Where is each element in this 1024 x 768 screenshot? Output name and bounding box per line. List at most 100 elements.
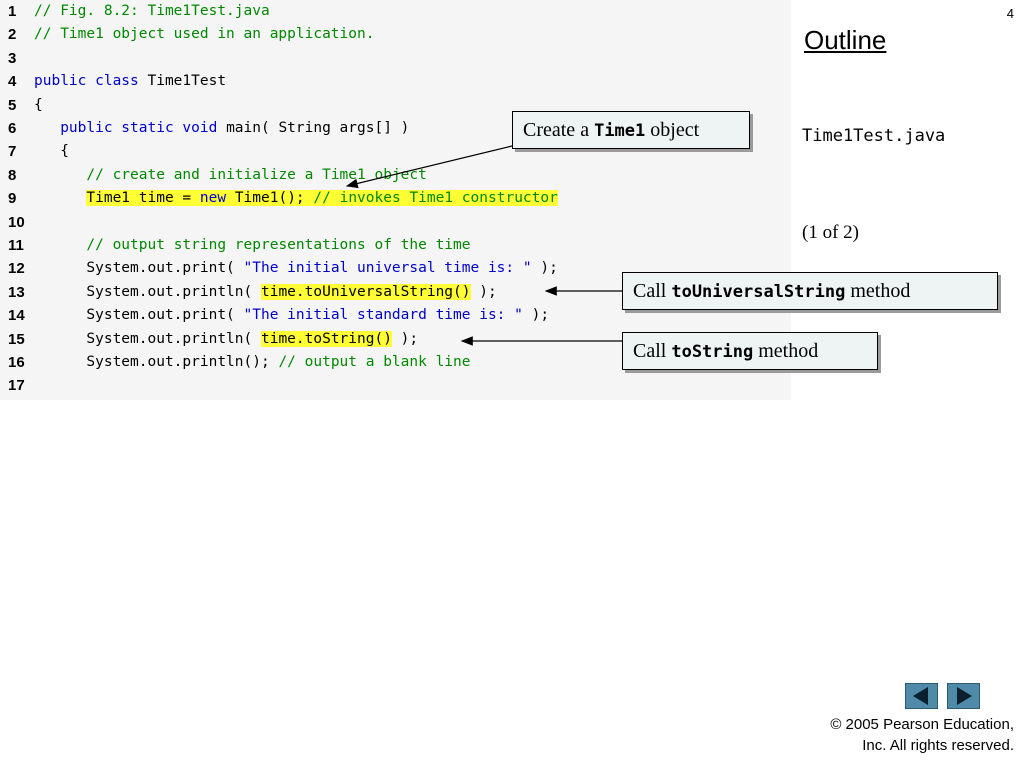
line-number: 9 [8, 190, 17, 208]
code-token: // create and initialize a Time1 object [86, 166, 427, 183]
callout-text: Call [633, 280, 672, 302]
code-token: System.out.print( [34, 307, 244, 324]
code-token: ); [522, 307, 550, 324]
callout-text: Call [633, 340, 672, 362]
outline-title[interactable]: Outline [804, 25, 887, 55]
line-number: 2 [8, 26, 17, 44]
code-token: main( String args[] ) [217, 120, 410, 136]
code-line: 10 [0, 211, 791, 234]
line-number: 8 [8, 166, 17, 184]
callout-text: method [753, 340, 819, 362]
code-token: { [34, 96, 43, 113]
code-token: "The initial standard time is: " [243, 307, 523, 324]
code-line: 6 public static void main( String args[]… [0, 117, 791, 140]
code-line: 11 // output string representations of t… [0, 234, 791, 257]
code-text: // create and initialize a Time1 object [34, 164, 427, 187]
code-listing: 1 // Fig. 8.2: Time1Test.java 2 // Time1 ob… [0, 0, 791, 400]
file-name: Time1Test.java [802, 126, 946, 146]
copyright-notice: © 2005 Pearson Education, Inc. All right… [830, 714, 1014, 756]
code-line: 7 { [0, 140, 791, 163]
code-line: 9 Time1 time = new Time1(); // invokes T… [0, 187, 791, 210]
code-token: Time1(); [226, 190, 314, 207]
code-text: { [34, 94, 43, 117]
line-number: 4 [8, 73, 17, 91]
callout-code: toString [671, 342, 754, 362]
line-number: 1 [8, 3, 17, 20]
code-text: System.out.print( "The initial universal… [34, 257, 558, 280]
line-number: 16 [8, 354, 25, 371]
code-line: 16 System.out.println(); // output a bla… [0, 351, 791, 374]
code-line: 17 [0, 374, 791, 397]
line-number: 6 [8, 120, 17, 137]
code-text: // Fig. 8.2: Time1Test.java [34, 0, 270, 23]
code-token: System.out.println( [34, 330, 261, 347]
code-line: 15 System.out.println( time.toString() )… [0, 328, 791, 351]
code-token: new [199, 190, 227, 207]
code-token [34, 190, 86, 206]
code-token: Time1 time = [86, 190, 200, 207]
callout-code: toUniversalString [671, 282, 846, 302]
next-slide-button[interactable] [947, 683, 980, 709]
code-token [34, 167, 86, 183]
code-token: ); [391, 330, 419, 347]
line-number: 10 [8, 213, 25, 231]
code-token: public class [34, 73, 139, 90]
code-token: time.toString() [260, 330, 392, 347]
triangle-left-icon [913, 687, 928, 705]
callout-text: method [845, 280, 911, 302]
code-line: 3 [0, 47, 791, 70]
code-line: 14 System.out.print( "The initial standa… [0, 304, 791, 327]
code-token: System.out.println(); [34, 354, 279, 370]
code-token: "The initial universal time is: " [243, 260, 532, 277]
callout-to-universal-string: Call toUniversalString method [622, 272, 998, 310]
code-token: ); [470, 283, 497, 300]
code-token: ); [531, 260, 558, 277]
code-text: Time1 time = new Time1(); // invokes Tim… [34, 187, 558, 210]
code-token: Time1Test [138, 73, 227, 90]
triangle-right-icon [957, 687, 972, 705]
code-line: 1 // Fig. 8.2: Time1Test.java [0, 0, 791, 23]
code-token: // invokes Time1 constructor [313, 190, 558, 207]
line-number: 3 [8, 49, 17, 67]
callout-text: Create a [523, 119, 595, 141]
page-number: 4 [1006, 6, 1014, 21]
code-text: System.out.println( time.toString() ); [34, 328, 418, 351]
line-number: 14 [8, 307, 25, 325]
callout-to-string: Call toString method [622, 332, 878, 370]
copyright-line: Inc. All rights reserved. [862, 737, 1014, 754]
callout-code: Time1 [594, 121, 646, 141]
code-line: 12 System.out.print( "The initial univer… [0, 257, 791, 280]
code-token: System.out.print( [34, 260, 244, 277]
code-token [34, 237, 86, 253]
code-line: 13 System.out.println( time.toUniversalS… [0, 281, 791, 304]
code-text: public class Time1Test [34, 70, 226, 93]
line-number: 11 [8, 237, 24, 254]
code-token: // Time1 object used in an application. [34, 26, 375, 43]
code-line: 2 // Time1 object used in an application. [0, 23, 791, 46]
code-token: System.out.println( [34, 283, 261, 300]
copyright-line: © 2005 Pearson Education, [830, 716, 1014, 733]
code-token: public static void [60, 120, 218, 136]
code-line: 8 // create and initialize a Time1 objec… [0, 164, 791, 187]
code-token: time.toUniversalString() [260, 283, 471, 300]
line-number: 5 [8, 96, 17, 114]
code-line: 4 public class Time1Test [0, 70, 791, 93]
code-token: { [34, 143, 69, 160]
code-token: // Fig. 8.2: Time1Test.java [34, 3, 270, 19]
code-text: System.out.println(); // output a blank … [34, 351, 471, 374]
page-of-label: (1 of 2) [802, 222, 859, 243]
callout-create-time1: Create a Time1 object [512, 111, 750, 149]
code-text: System.out.println( time.toUniversalStri… [34, 281, 497, 304]
line-number: 15 [8, 330, 25, 348]
code-text: // Time1 object used in an application. [34, 23, 374, 46]
code-token: // output a blank line [278, 354, 471, 370]
code-text: { [34, 140, 69, 163]
line-number: 12 [8, 260, 25, 278]
code-line: 5{ [0, 94, 791, 117]
line-number: 7 [8, 143, 17, 161]
line-number: 13 [8, 283, 25, 301]
code-token: // output string representations of the … [86, 237, 471, 253]
code-token [34, 120, 60, 136]
previous-slide-button[interactable] [905, 683, 938, 709]
callout-text: object [645, 119, 700, 141]
